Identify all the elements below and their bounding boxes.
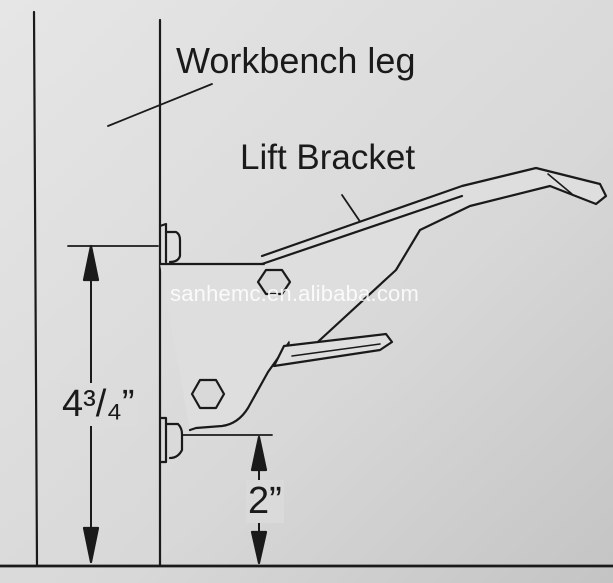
dimension-total-label: 4³/₄” [60,383,137,426]
lower-hex-bolt [190,378,226,410]
lower-mount-tab [158,416,168,464]
dim-bottom-arrow-down [250,530,268,565]
watermark: sanhemc.en.alibaba.com [170,281,419,306]
lift-bracket-label: Lift Bracket [240,138,416,177]
dim-total-arrow-up [82,244,100,282]
upper-hex-bolt [256,268,292,296]
lift-arm [260,166,608,364]
upper-mount-tab [158,222,168,264]
workbench-leg-left-edge [32,10,39,568]
lower-lever-edge [291,343,381,357]
lower-mount-pad [164,422,184,460]
dimension-bottom-label: 2” [246,480,284,523]
workbench-leg-label: Workbench leg [176,40,416,81]
upper-mount-pad [164,230,182,264]
arm-tip-fold [547,173,573,195]
leg-leader-line [107,83,213,127]
dim-total-arrow-down [82,526,100,564]
lift-arm-inner-edge [260,194,464,266]
dim-bottom-arrow-up [250,435,268,472]
